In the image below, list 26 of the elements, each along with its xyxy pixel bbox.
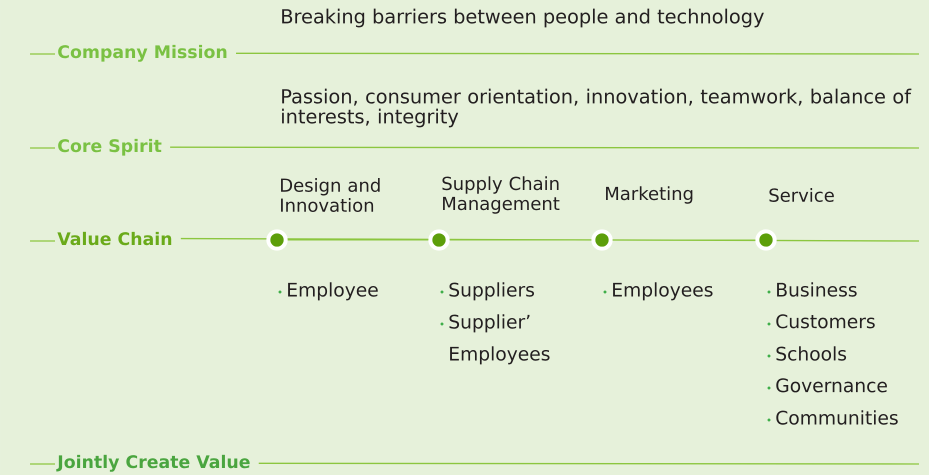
statement-text: Breaking barriers between people and technology	[282, 8, 764, 28]
statement-text: Passion, consumer orientation, innovation, teamwork, balance of interests, integrity	[282, 88, 912, 128]
stage-title: Marketing	[606, 186, 692, 204]
bullet-item: Communities	[768, 410, 898, 425]
bullet-item: Governance	[768, 378, 887, 392]
bullet-item: Suppliers	[440, 282, 534, 300]
stage-title: Design and Innovation	[281, 178, 380, 212]
section-heading: Value Chain	[57, 232, 172, 246]
section-heading: Company Mission	[58, 44, 226, 62]
timeline-line	[612, 239, 756, 241]
stage-title: Supply Chain Management	[442, 176, 560, 214]
timeline-line	[450, 239, 592, 241]
timeline-dot	[755, 229, 777, 251]
bullet-item: Business	[768, 282, 857, 297]
stage-title: Service	[769, 188, 834, 202]
bullet-item: Schools	[768, 346, 846, 361]
section-heading: Jointly Create Value	[56, 454, 250, 472]
timeline-dot	[428, 229, 450, 251]
timeline-line	[288, 239, 428, 241]
bullet-item: Employees	[604, 282, 713, 300]
bullet-item: Supplier’ Employees	[440, 314, 550, 364]
bullet-item: Customers	[768, 314, 875, 328]
bullet-item: Employee	[278, 282, 378, 300]
section-heading: Core Spirit	[58, 138, 162, 156]
timeline-dot	[266, 229, 288, 251]
timeline-dot	[591, 229, 613, 251]
